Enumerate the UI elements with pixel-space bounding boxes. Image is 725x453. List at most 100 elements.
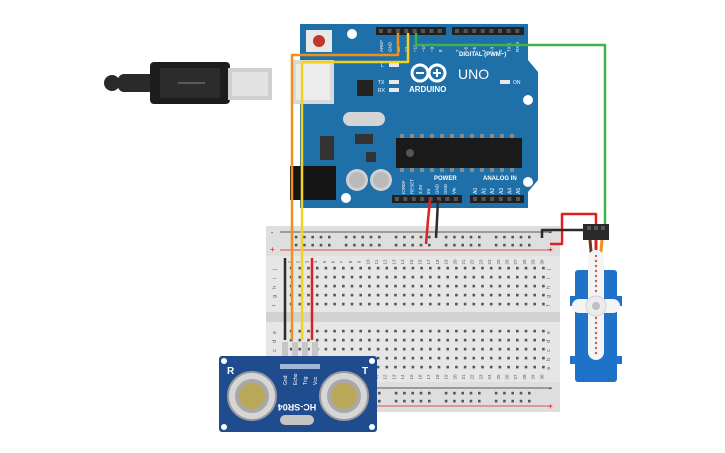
row-letter-bottom-d-left: d — [272, 340, 278, 343]
power-jack — [290, 166, 336, 200]
column-number-top-1: 1 — [287, 260, 292, 263]
transducer-left — [227, 371, 277, 421]
column-number-bottom-13: 13 — [391, 374, 396, 380]
column-number-top-3: 3 — [304, 260, 309, 263]
column-number-top-7: 7 — [339, 260, 344, 263]
column-number-top-22: 22 — [470, 259, 475, 265]
power-pin-label-2: 3.3V — [418, 185, 423, 194]
analog-pin-label-0: A0 — [473, 188, 479, 194]
row-letter-top-h-left: h — [272, 286, 278, 289]
row-letter-bottom-a-right: a — [546, 367, 552, 370]
wire-yellow[interactable] — [300, 33, 410, 340]
row-letter-bottom-d-right: d — [546, 340, 552, 343]
row-letter-top-i-left: i — [272, 278, 278, 279]
column-number-top-13: 13 — [391, 259, 396, 265]
digital-pin-label-1: GND — [387, 41, 392, 52]
led-tx-label: TX — [378, 80, 385, 86]
column-number-top-16: 16 — [418, 259, 423, 265]
digital-pin-label-r-6: TX 1 — [507, 42, 512, 52]
row-letter-bottom-b-right: b — [546, 358, 552, 361]
transducer-right — [319, 371, 369, 421]
row-letter-top-f-left: f — [272, 304, 278, 306]
wire-red-servo[interactable] — [550, 212, 598, 246]
power-pin-label-3: 5V — [426, 188, 431, 194]
led-rx — [389, 88, 399, 92]
digital-pin-label-r-5: 2 — [498, 49, 503, 52]
sensor-pin-header — [280, 342, 320, 369]
wire-black-gnd[interactable] — [434, 199, 440, 239]
usb-cable — [104, 62, 272, 104]
led-tx — [389, 80, 399, 84]
row-letter-bottom-e-left: e — [272, 331, 278, 334]
digital-pin-label-r-2: ~5 — [472, 46, 477, 52]
wire-orange[interactable] — [290, 33, 400, 340]
wire-green[interactable] — [414, 33, 607, 228]
led-on-label: ON — [513, 80, 521, 86]
rail-plus-bottom-right: + — [548, 402, 553, 411]
column-number-top-23: 23 — [478, 259, 483, 265]
digital-pin-label-3: 12 — [404, 46, 409, 52]
row-letter-top-f-right: f — [546, 304, 552, 306]
wires — [283, 33, 607, 340]
digital-pin-label-r-0: 7 — [455, 49, 460, 52]
column-number-top-30: 30 — [539, 259, 544, 265]
digital-header-right — [452, 27, 524, 35]
reset-button[interactable] — [306, 30, 332, 52]
analog-header-label: ANALOG IN — [483, 176, 517, 182]
column-number-top-11: 11 — [374, 259, 379, 264]
column-number-top-6: 6 — [331, 260, 336, 263]
arduino-uno-board: L TX RX ON ARDUINO UNO DIGITAL (PWM~) PO… — [290, 24, 538, 208]
column-number-bottom-30: 30 — [539, 374, 544, 380]
column-number-top-29: 29 — [531, 259, 536, 265]
row-letter-top-h-right: h — [546, 286, 552, 289]
power-pin-label-6: Vin — [451, 187, 456, 194]
column-number-bottom-26: 26 — [505, 374, 510, 380]
led-l — [389, 63, 399, 67]
column-number-bottom-25: 25 — [496, 374, 501, 380]
digital-pin-label-r-4: ~3 — [489, 46, 494, 52]
column-number-bottom-16: 16 — [418, 374, 423, 380]
brand-label: ARDUINO — [409, 85, 446, 94]
rail-minus-top-right: - — [548, 229, 552, 237]
row-letter-top-j-right: j — [546, 269, 552, 271]
column-number-top-5: 5 — [322, 260, 327, 263]
column-number-top-10: 10 — [365, 259, 370, 265]
column-number-bottom-15: 15 — [409, 374, 414, 380]
digital-pin-label-5: ~10 — [421, 44, 426, 52]
column-number-bottom-24: 24 — [487, 374, 492, 380]
power-header — [392, 195, 462, 203]
digital-pin-label-0: AREF — [379, 40, 384, 52]
rail-plus-top-left: + — [270, 245, 275, 254]
column-number-top-4: 4 — [313, 260, 318, 263]
digital-pin-label-7: 8 — [438, 49, 443, 52]
column-number-bottom-28: 28 — [522, 374, 527, 380]
column-number-top-15: 15 — [409, 259, 414, 265]
row-letter-bottom-c-left: c — [272, 349, 278, 352]
column-number-bottom-27: 27 — [513, 374, 518, 380]
digital-header-left — [376, 27, 446, 35]
column-number-top-17: 17 — [426, 259, 431, 265]
power-header-label: POWER — [434, 176, 457, 182]
column-number-top-2: 2 — [296, 260, 301, 263]
column-number-bottom-14: 14 — [400, 374, 405, 380]
sensor-right-mark: T — [362, 366, 368, 377]
wire-black-servo[interactable] — [540, 228, 584, 238]
power-pin-label-0: IOREF — [401, 180, 406, 194]
led-rx-label: RX — [378, 88, 386, 94]
sensor-pin-label-echo: Echo — [293, 373, 299, 385]
row-letter-top-i-right: i — [546, 278, 552, 279]
column-number-top-8: 8 — [348, 260, 353, 263]
wire-red-5v[interactable] — [424, 199, 432, 245]
sensor-pin-label-vcc: Vcc — [313, 376, 319, 385]
rail-minus-bottom-right: - — [548, 385, 552, 393]
column-number-top-24: 24 — [487, 259, 492, 265]
breadboard-center-channel — [266, 312, 560, 322]
model-label: UNO — [458, 66, 489, 82]
sensor-model-label: HC-SR04 — [278, 402, 317, 412]
column-number-top-21: 21 — [461, 259, 466, 265]
